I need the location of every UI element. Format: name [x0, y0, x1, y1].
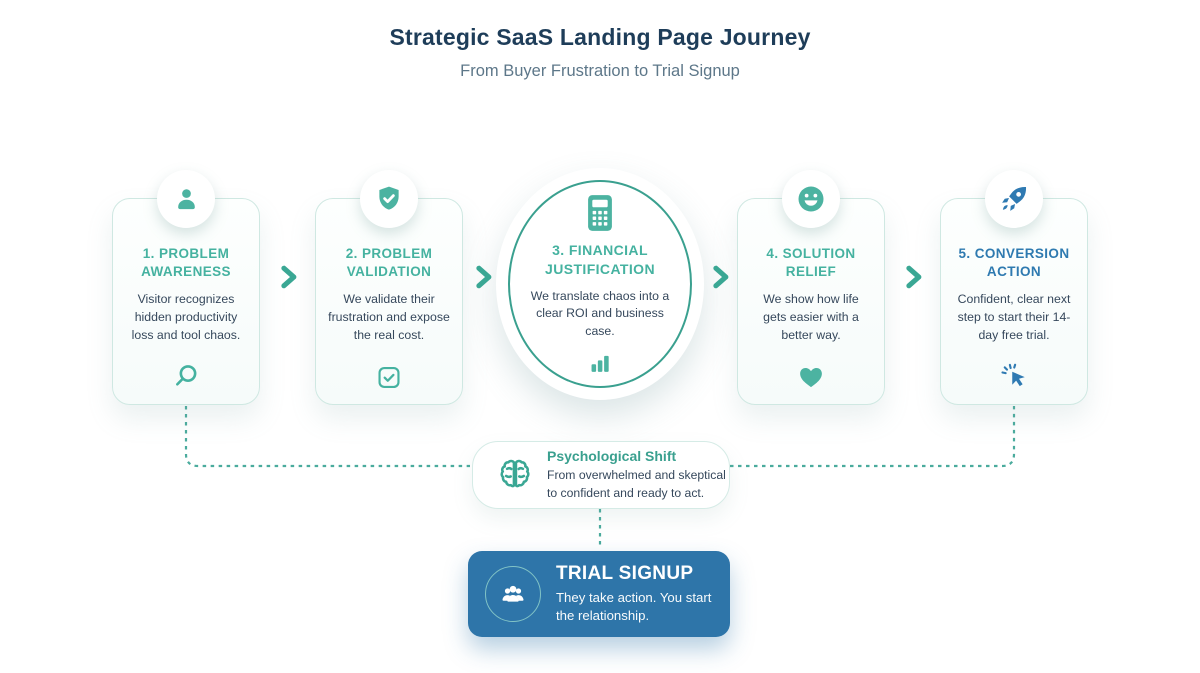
psychological-shift-text: Psychological Shift From overwhelmed and… — [547, 448, 729, 502]
step-2-body: We validate their frustration and expose… — [328, 292, 450, 343]
bar-chart-icon — [587, 350, 613, 376]
calculator-icon — [588, 195, 612, 231]
step-2-badge — [360, 170, 418, 228]
psychological-shift-body: From overwhelmed and skeptical to confid… — [547, 468, 726, 500]
step-4-badge — [782, 170, 840, 228]
step-card-problem-awareness: 1. PROBLEM AWARENESS Visitor recognizes … — [112, 170, 260, 405]
chevron-right-icon — [706, 263, 734, 291]
chevron-right-icon — [899, 263, 927, 291]
chevron-right-icon — [469, 263, 497, 291]
step-3-ring: 3. FINANCIAL JUSTIFICATION We translate … — [508, 180, 692, 388]
page-title: Strategic SaaS Landing Page Journey — [389, 24, 811, 50]
smiley-icon — [798, 186, 824, 212]
shield-check-icon — [379, 186, 399, 210]
trial-signup-box: TRIAL SIGNUP They take action. You start… — [468, 551, 730, 637]
cursor-click-icon — [999, 361, 1029, 391]
rocket-icon — [1002, 186, 1027, 211]
step-1-badge — [157, 170, 215, 228]
step-1-body: Visitor recognizes hidden productivity l… — [131, 292, 241, 343]
step-1-title: 1. PROBLEM AWARENESS — [141, 246, 231, 280]
trial-signup-badge — [485, 566, 541, 622]
brain-icon — [500, 459, 530, 488]
step-card-problem-validation: 2. PROBLEM VALIDATION We validate their … — [315, 170, 463, 405]
step-5-badge — [985, 170, 1043, 228]
step-3-title: 3. FINANCIAL JUSTIFICATION — [545, 241, 655, 277]
psychological-shift-box: Psychological Shift From overwhelmed and… — [472, 441, 730, 509]
trial-signup-title: TRIAL SIGNUP — [556, 562, 694, 584]
step-4-body: We show how life gets easier with a bett… — [763, 292, 859, 343]
connector-right — [730, 406, 1016, 468]
step-5-title: 5. CONVERSION ACTION — [958, 246, 1070, 280]
step-2-title: 2. PROBLEM VALIDATION — [345, 246, 433, 280]
page-subtitle: From Buyer Frustration to Trial Signup — [460, 62, 740, 80]
step-card-solution-relief: 4. SOLUTION RELIEF We show how life gets… — [737, 170, 885, 405]
people-group-icon — [502, 585, 524, 602]
step-card-financial-justification: 3. FINANCIAL JUSTIFICATION We translate … — [496, 168, 704, 400]
step-4-title: 4. SOLUTION RELIEF — [766, 246, 856, 280]
step-card-conversion-action: 5. CONVERSION ACTION Confident, clear ne… — [940, 170, 1088, 405]
connector-left — [184, 406, 470, 468]
trial-signup-body: They take action. You start the relation… — [556, 589, 712, 623]
psychological-shift-title: Psychological Shift — [547, 448, 677, 465]
chevron-right-icon — [274, 263, 302, 291]
step-3-body: We translate chaos into a clear ROI and … — [530, 288, 670, 339]
checkbox-icon — [376, 364, 403, 391]
trial-signup-text: TRIAL SIGNUP They take action. You start… — [556, 563, 718, 626]
step-5-body: Confident, clear next step to start thei… — [957, 292, 1071, 343]
person-icon — [177, 188, 195, 209]
magnifier-icon — [171, 361, 201, 391]
heart-icon — [797, 362, 826, 391]
